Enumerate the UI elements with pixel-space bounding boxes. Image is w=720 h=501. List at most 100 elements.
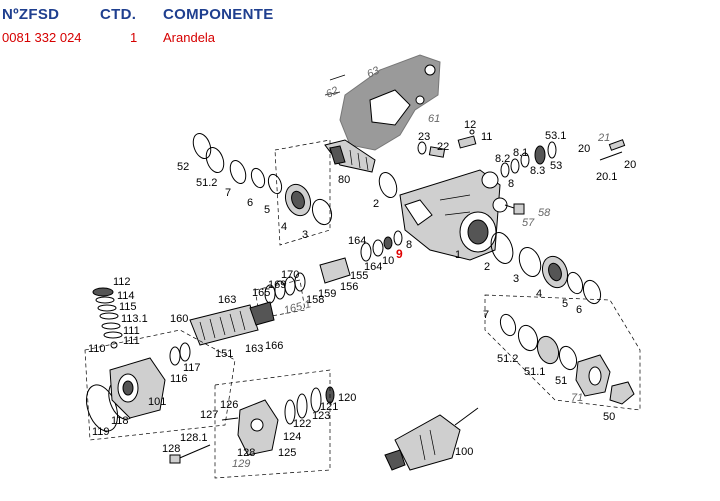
col-header-component: COMPONENTE xyxy=(163,6,274,23)
housing-1 xyxy=(399,169,508,261)
label-151: 151 xyxy=(215,348,233,360)
label-120: 120 xyxy=(338,392,356,404)
label-160: 160 xyxy=(170,313,188,325)
label-155: 155 xyxy=(350,270,368,282)
label-166: 166 xyxy=(265,340,283,352)
central-shaft-parts xyxy=(254,230,403,319)
col-header-qty: CTD. xyxy=(100,6,137,23)
ring-2-upper xyxy=(378,171,398,199)
label-114: 114 xyxy=(117,290,135,302)
label-63: 63 xyxy=(365,64,382,80)
label-3b: 3 xyxy=(513,273,519,285)
label-2: 2 xyxy=(373,198,379,210)
label-53-1: 53.1 xyxy=(545,130,566,142)
col-header-code: NºZFSD xyxy=(2,6,60,23)
label-5b: 5 xyxy=(562,298,568,310)
label-118: 118 xyxy=(111,415,129,427)
label-53: 53 xyxy=(550,160,562,172)
label-12: 12 xyxy=(464,119,476,131)
ring-stack-upper-left xyxy=(192,132,333,246)
label-6b: 6 xyxy=(576,304,582,316)
small-parts-top-right xyxy=(417,129,626,215)
label-164: 164 xyxy=(348,235,366,247)
label-8-3: 8.3 xyxy=(530,165,545,177)
label-122: 122 xyxy=(293,418,311,430)
label-71: 71 xyxy=(571,392,583,404)
label-5: 5 xyxy=(264,204,270,216)
label-57: 57 xyxy=(522,217,535,229)
label-8: 8 xyxy=(508,178,514,190)
label-62: 62 xyxy=(324,85,340,101)
label-7b: 7 xyxy=(483,309,489,321)
label-158: 158 xyxy=(306,294,324,306)
label-117: 117 xyxy=(183,362,201,374)
part-code-value: 0081 332 024 xyxy=(2,30,82,45)
label-22: 22 xyxy=(437,141,449,153)
label-169: 169 xyxy=(268,279,286,291)
label-8-1: 8.1 xyxy=(513,147,528,159)
valve-housing-101 xyxy=(84,329,236,441)
label-165-1: 165.1 xyxy=(283,298,313,317)
label-121: 121 xyxy=(320,401,338,413)
label-128b: 128 xyxy=(237,447,255,459)
label-9-highlighted: 9 xyxy=(396,247,403,261)
label-21: 21 xyxy=(597,132,610,144)
label-156: 156 xyxy=(340,281,358,293)
label-170: 170 xyxy=(281,269,299,281)
label-110: 110 xyxy=(88,343,106,355)
seal-stack-112 xyxy=(92,287,123,349)
label-115: 115 xyxy=(119,301,137,313)
assembly-100 xyxy=(384,407,479,471)
label-51-1: 51.1 xyxy=(524,366,545,378)
label-128-1: 128.1 xyxy=(180,432,208,444)
label-20-1: 20.1 xyxy=(596,171,617,183)
label-20b: 20 xyxy=(624,159,636,171)
parts-header: NºZFSD CTD. COMPONENTE 0081 332 024 1 Ar… xyxy=(0,0,720,50)
label-163: 163 xyxy=(218,294,236,306)
label-116: 116 xyxy=(170,373,188,385)
label-6: 6 xyxy=(247,197,253,209)
label-163b: 163 xyxy=(245,343,263,355)
label-124: 124 xyxy=(283,431,301,443)
bracket-61 xyxy=(324,54,441,151)
label-58: 58 xyxy=(538,207,551,219)
label-8b: 8 xyxy=(406,239,412,251)
label-112: 112 xyxy=(113,276,131,288)
label-80: 80 xyxy=(338,174,350,186)
label-164b: 164 xyxy=(364,261,382,273)
label-52: 52 xyxy=(177,161,189,173)
label-126: 126 xyxy=(220,399,238,411)
label-11: 11 xyxy=(481,131,492,143)
ring-stack-right xyxy=(490,232,602,305)
label-111b: 111 xyxy=(123,335,140,347)
label-128: 128 xyxy=(162,443,180,455)
label-111: 111 xyxy=(123,325,140,337)
label-123: 123 xyxy=(312,410,330,422)
label-51-2: 51.2 xyxy=(196,177,217,189)
label-51-2b: 51.2 xyxy=(497,353,518,365)
label-20: 20 xyxy=(578,143,590,155)
label-1: 1 xyxy=(455,249,461,261)
label-51: 51 xyxy=(555,375,567,387)
valve-rotor-160 xyxy=(189,301,275,346)
part-qty-value: 1 xyxy=(130,30,138,45)
label-113-1: 113.1 xyxy=(121,313,148,325)
label-125: 125 xyxy=(278,447,296,459)
part-component-value: Arandela xyxy=(163,30,216,45)
label-7: 7 xyxy=(225,187,231,199)
label-10: 10 xyxy=(382,255,394,267)
part-labels: 63 62 61 23 22 12 11 53.1 21 20 8.2 8.1 … xyxy=(88,64,636,470)
label-23: 23 xyxy=(418,131,430,143)
label-101: 101 xyxy=(148,396,166,408)
label-4: 4 xyxy=(281,221,287,233)
label-61: 61 xyxy=(428,113,440,125)
label-3: 3 xyxy=(302,229,308,241)
label-100: 100 xyxy=(455,446,473,458)
label-2b: 2 xyxy=(484,261,490,273)
label-4b: 4 xyxy=(536,288,542,300)
label-119: 119 xyxy=(92,426,110,438)
end-cover-124 xyxy=(169,369,335,479)
label-159: 159 xyxy=(318,288,336,300)
label-165: 165 xyxy=(252,287,270,299)
